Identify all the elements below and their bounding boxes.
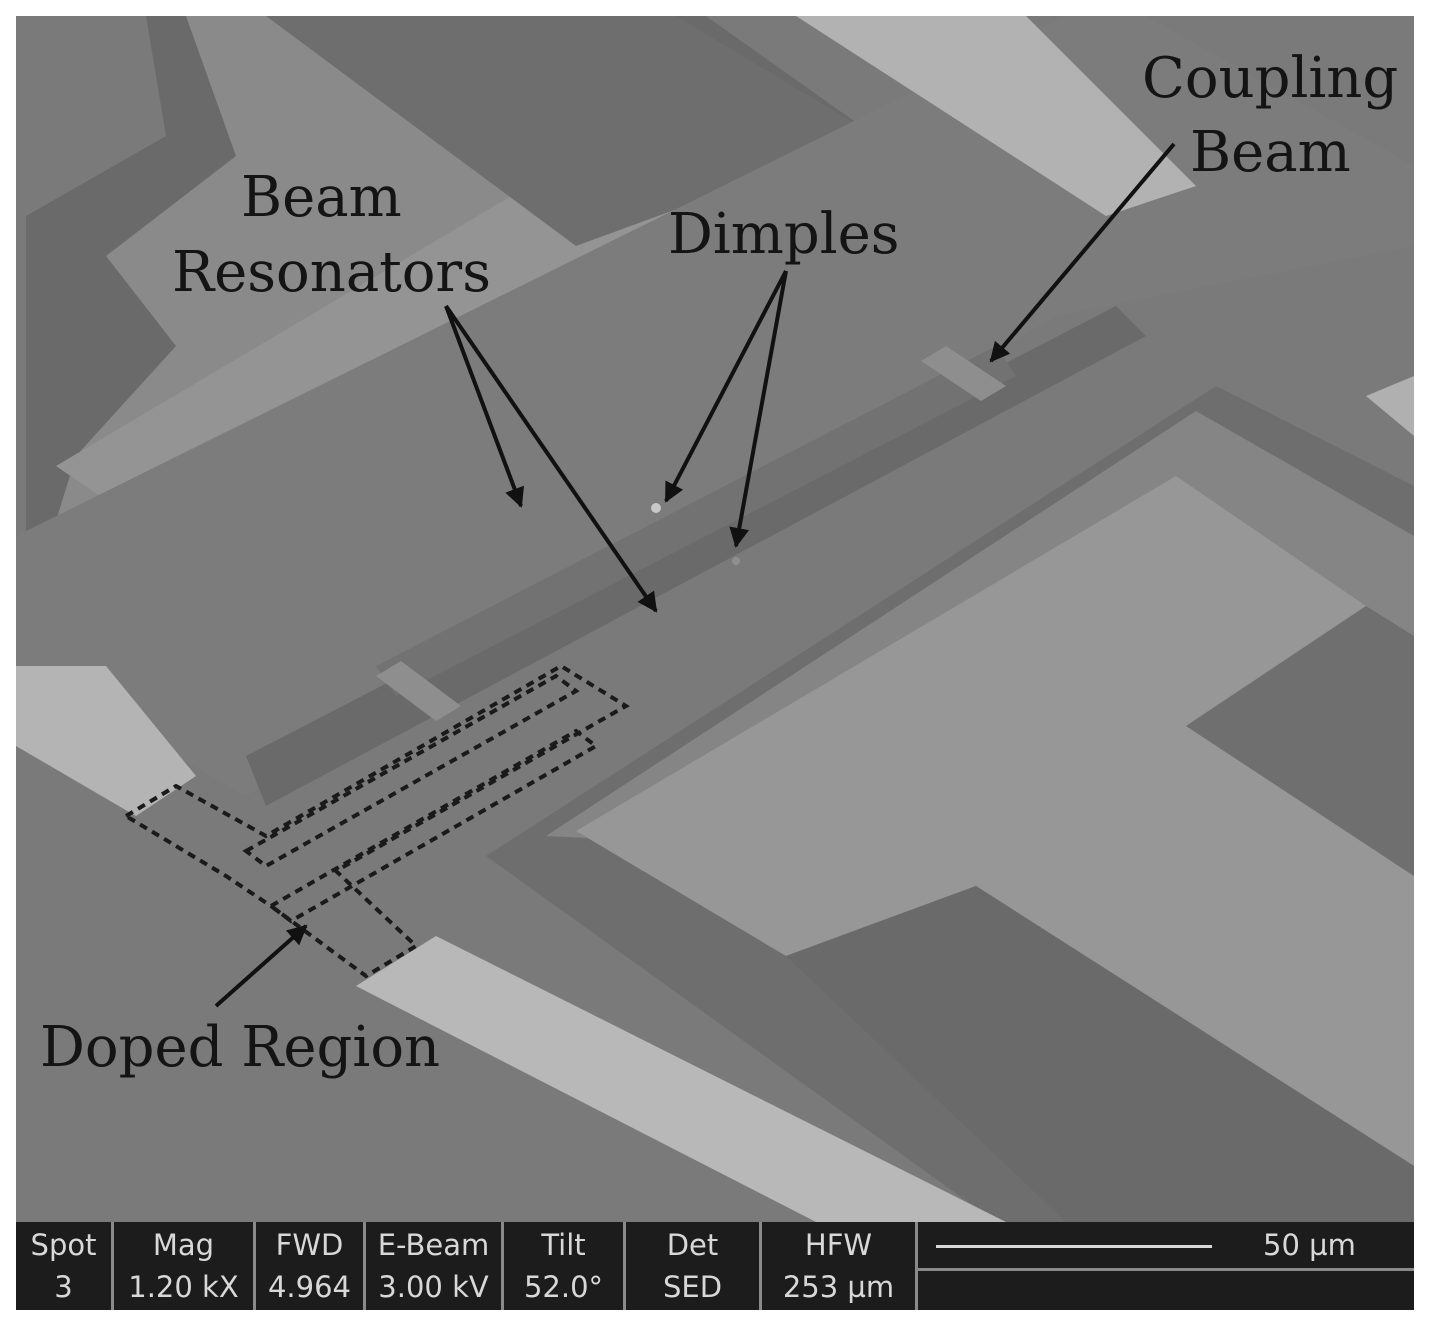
arrow-beam-resonator-1 xyxy=(444,305,525,508)
beam-resonator-lower xyxy=(266,336,1216,876)
hfw-label: HFW xyxy=(804,1228,873,1262)
right-edge-electrode xyxy=(1366,376,1414,436)
arrow-dimple-2 xyxy=(729,270,788,548)
spot-label: Spot xyxy=(30,1228,97,1262)
fwd-label: FWD xyxy=(275,1228,344,1262)
hfw-value: 253 µm xyxy=(782,1270,895,1304)
mag-value: 1.20 kX xyxy=(128,1270,239,1304)
dimple-1 xyxy=(651,503,661,513)
coupling-beam-lower xyxy=(376,661,461,721)
left-electrode xyxy=(16,666,196,816)
arrow-doped-region xyxy=(214,924,308,1008)
mag-label: Mag xyxy=(152,1228,215,1262)
tilt-label: Tilt xyxy=(541,1228,586,1262)
label-doped-region: Doped Region xyxy=(40,1015,441,1080)
databar-mag: Mag 1.20 kX xyxy=(114,1222,256,1310)
tilt-value: 52.0° xyxy=(523,1270,604,1304)
annotation-arrows xyxy=(214,142,1176,1008)
scale-bar-label: 50 µm xyxy=(1263,1228,1356,1262)
top-electrode xyxy=(796,16,1196,216)
label-beam-resonators-line1: Beam xyxy=(241,165,402,230)
bottom-electrode xyxy=(356,936,1006,1222)
spot-value: 3 xyxy=(54,1270,73,1304)
databar-det: Det SED xyxy=(626,1222,762,1310)
label-beam-resonators-line2: Resonators xyxy=(172,240,491,305)
sem-image-frame: Beam Resonators Dimples Coupling Beam Do… xyxy=(16,16,1414,1310)
databar-spot: Spot 3 xyxy=(16,1222,114,1310)
det-value: SED xyxy=(662,1270,723,1304)
doped-region-outline xyxy=(122,663,630,979)
sem-databar: Spot 3 Mag 1.20 kX FWD 4.964 E-Beam 3.00… xyxy=(16,1222,1414,1310)
arrow-beam-resonator-2 xyxy=(444,304,658,613)
databar-ebeam: E-Beam 3.00 kV xyxy=(366,1222,504,1310)
databar-scalebar: 50 µm xyxy=(918,1222,1414,1310)
dimple-2 xyxy=(732,557,740,565)
label-coupling-beam-line2: Beam xyxy=(1190,120,1351,185)
det-label: Det xyxy=(666,1228,719,1262)
right-pad xyxy=(576,476,1414,1166)
label-dimples: Dimples xyxy=(668,202,900,267)
right-pad-notch xyxy=(1186,606,1414,876)
label-coupling-beam-line1: Coupling xyxy=(1142,46,1399,111)
ebeam-label: E-Beam xyxy=(377,1228,490,1262)
databar-hfw: HFW 253 µm xyxy=(762,1222,918,1310)
bottom-right-dark xyxy=(786,886,1414,1222)
sem-micrograph xyxy=(16,16,1414,1222)
ebeam-value: 3.00 kV xyxy=(378,1270,489,1304)
scale-bar xyxy=(936,1245,1212,1248)
coupling-beam xyxy=(921,346,1006,401)
fwd-value: 4.964 xyxy=(267,1270,352,1304)
databar-tilt: Tilt 52.0° xyxy=(504,1222,626,1310)
databar-divider xyxy=(918,1268,1414,1271)
arrow-coupling-beam xyxy=(989,142,1176,363)
beam-resonator-gap xyxy=(246,306,1146,806)
databar-fwd: FWD 4.964 xyxy=(256,1222,366,1310)
beam-resonator-upper xyxy=(376,346,1016,696)
arrow-dimple-1 xyxy=(664,270,788,503)
